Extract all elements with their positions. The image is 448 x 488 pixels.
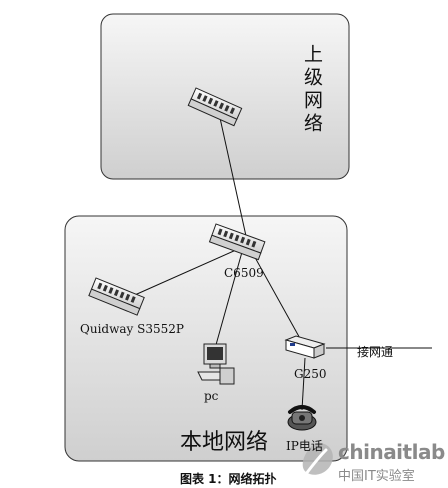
gateway-label: G250 <box>294 367 327 381</box>
link-core-quidway <box>127 249 237 299</box>
local-network-label: 本地网络 <box>180 430 269 455</box>
upper-network-zone <box>100 13 350 180</box>
link-core-g250 <box>251 251 303 343</box>
chinaitlab-logo-icon <box>302 443 333 476</box>
pc-label: pc <box>204 389 219 403</box>
link-upper-core <box>219 117 247 237</box>
access-switch-icon <box>88 277 145 316</box>
link-core-pc <box>213 251 243 353</box>
local-network-zone <box>64 215 348 462</box>
watermark: chinaitlab 中国IT实验室 <box>294 438 445 486</box>
ip-phone-icon <box>287 405 317 431</box>
watermark-brand: chinaitlab <box>338 440 445 464</box>
access-switch-label: Quidway S3552P <box>80 322 184 336</box>
upper-switch-icon <box>187 87 243 127</box>
link-g250-ipphone <box>301 357 306 411</box>
figure-caption: 图表 1：网络拓扑 <box>180 472 277 486</box>
pc-icon <box>197 343 235 385</box>
watermark-subtitle: 中国IT实验室 <box>338 469 415 484</box>
ip-phone-label: IP电话 <box>286 439 323 453</box>
upper-network-label: 上级网络 <box>301 44 323 136</box>
uplink-label: 接网通 <box>357 345 394 359</box>
core-switch-icon <box>208 223 266 261</box>
core-switch-label: C6509 <box>224 266 264 280</box>
network-links <box>127 117 432 411</box>
gateway-icon <box>284 335 326 359</box>
